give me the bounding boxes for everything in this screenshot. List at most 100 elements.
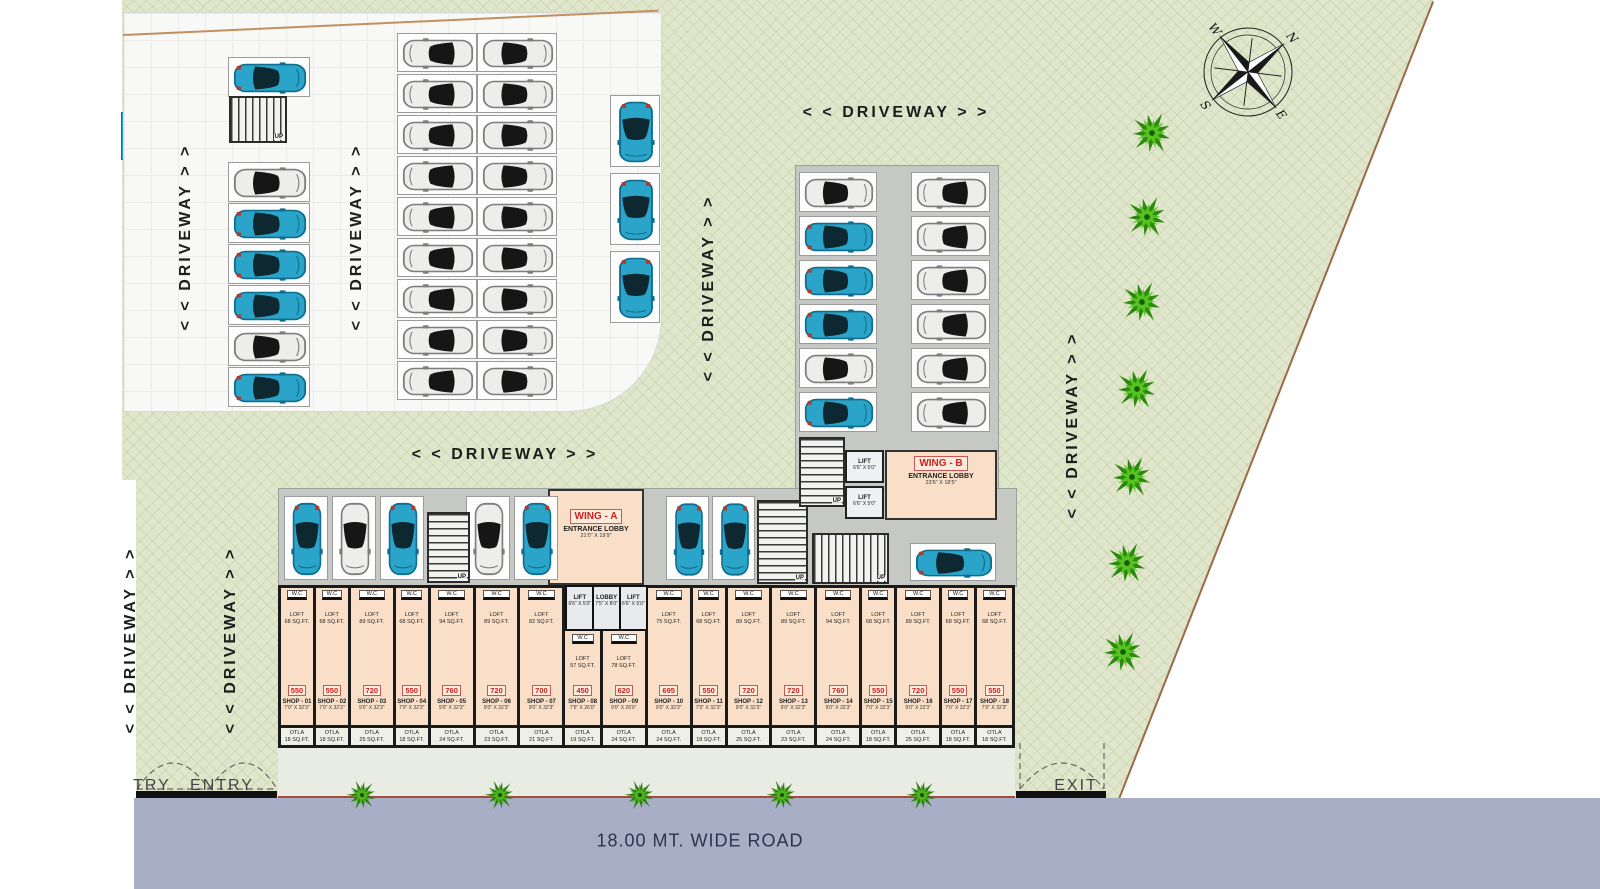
shop-dimensions: 9'0" X 32'3" — [359, 705, 385, 711]
dark-car — [233, 331, 307, 363]
driveway-label: < < DRIVEWAY > > — [348, 143, 365, 331]
staircase: UP — [757, 500, 808, 584]
left-margin-lower — [0, 480, 136, 889]
tree — [1099, 628, 1147, 676]
dark-car — [916, 221, 987, 253]
tree — [1108, 453, 1156, 501]
parking-stall — [477, 115, 557, 154]
parking-stall — [666, 496, 709, 580]
dark-car — [402, 325, 474, 356]
shop-area-number: 760 — [829, 685, 848, 696]
dark-car — [482, 79, 554, 110]
up-label: UP — [875, 575, 886, 581]
shop-area-number: 720 — [487, 685, 506, 696]
wc-box: W.C — [286, 590, 308, 600]
shop-name: SHOP - 07 — [526, 699, 556, 705]
shop-dimensions: 9'0" X 32'3" — [528, 705, 555, 711]
teal-car — [233, 290, 307, 322]
teal-car — [915, 548, 993, 578]
parking-stall — [477, 197, 557, 236]
wing-b-lift-1: LIFT 6'6" X 5'0" — [845, 450, 884, 483]
teal-car — [233, 249, 307, 281]
shop-name: SHOP - 15 — [863, 699, 893, 705]
shop-area-number: 720 — [362, 685, 382, 696]
dark-car — [916, 265, 987, 297]
shop-dimensions: 7'0" X 32'3" — [981, 705, 1008, 711]
shop-area-number: 450 — [573, 685, 592, 696]
parking-stall — [477, 74, 557, 113]
parking-stall — [911, 216, 990, 256]
parking-stall — [911, 348, 990, 388]
parking-stall — [228, 326, 310, 366]
parking-stall — [477, 33, 557, 72]
parking-stall — [610, 173, 660, 245]
shop-name: SHOP - 05 — [437, 699, 467, 705]
shop-name: SHOP - 06 — [482, 699, 511, 705]
parking-stall — [228, 203, 310, 243]
dark-car — [402, 161, 474, 192]
shop-dimensions: 9'0" X 32'3" — [655, 705, 682, 711]
shop-area-number: 550 — [948, 685, 968, 696]
teal-car — [233, 62, 307, 94]
shop-dimensions: 7'0" X 32'3" — [398, 705, 425, 711]
road-label: 18.00 MT. WIDE ROAD — [596, 830, 804, 851]
teal-car — [804, 221, 874, 253]
exit-gate-arcs — [1019, 743, 1105, 790]
dark-car — [804, 177, 874, 209]
entry-gate-arcs — [136, 762, 278, 790]
teal-car — [291, 502, 323, 576]
shop-area-number: 550 — [322, 685, 342, 696]
parking-stall — [477, 156, 557, 195]
dark-car — [402, 38, 474, 69]
parking-stall — [911, 392, 990, 432]
dark-car — [916, 309, 987, 341]
parking-stall — [911, 304, 990, 344]
shop-name: SHOP - 08 — [568, 699, 598, 705]
up-label: UP — [831, 498, 842, 504]
teal-car — [617, 179, 655, 241]
dark-car — [402, 284, 474, 315]
teal-car — [673, 502, 704, 576]
parking-stall — [911, 172, 990, 212]
parking-stall — [228, 57, 310, 97]
wc-box: W.C — [735, 590, 762, 600]
shop-area-number: 720 — [784, 685, 803, 696]
wc-box: W.C — [867, 590, 889, 600]
dark-car — [916, 177, 987, 209]
shop-area-number: 550 — [287, 685, 307, 696]
dark-car — [916, 353, 987, 385]
staircase: UP — [812, 533, 889, 584]
driveway-label: < < DRIVEWAY > > — [122, 546, 139, 734]
shop-area-number: 700 — [532, 685, 551, 696]
parking-stall — [477, 279, 557, 318]
wc-box: W.C — [483, 590, 510, 600]
shop-name: SHOP - 04 — [397, 699, 427, 705]
